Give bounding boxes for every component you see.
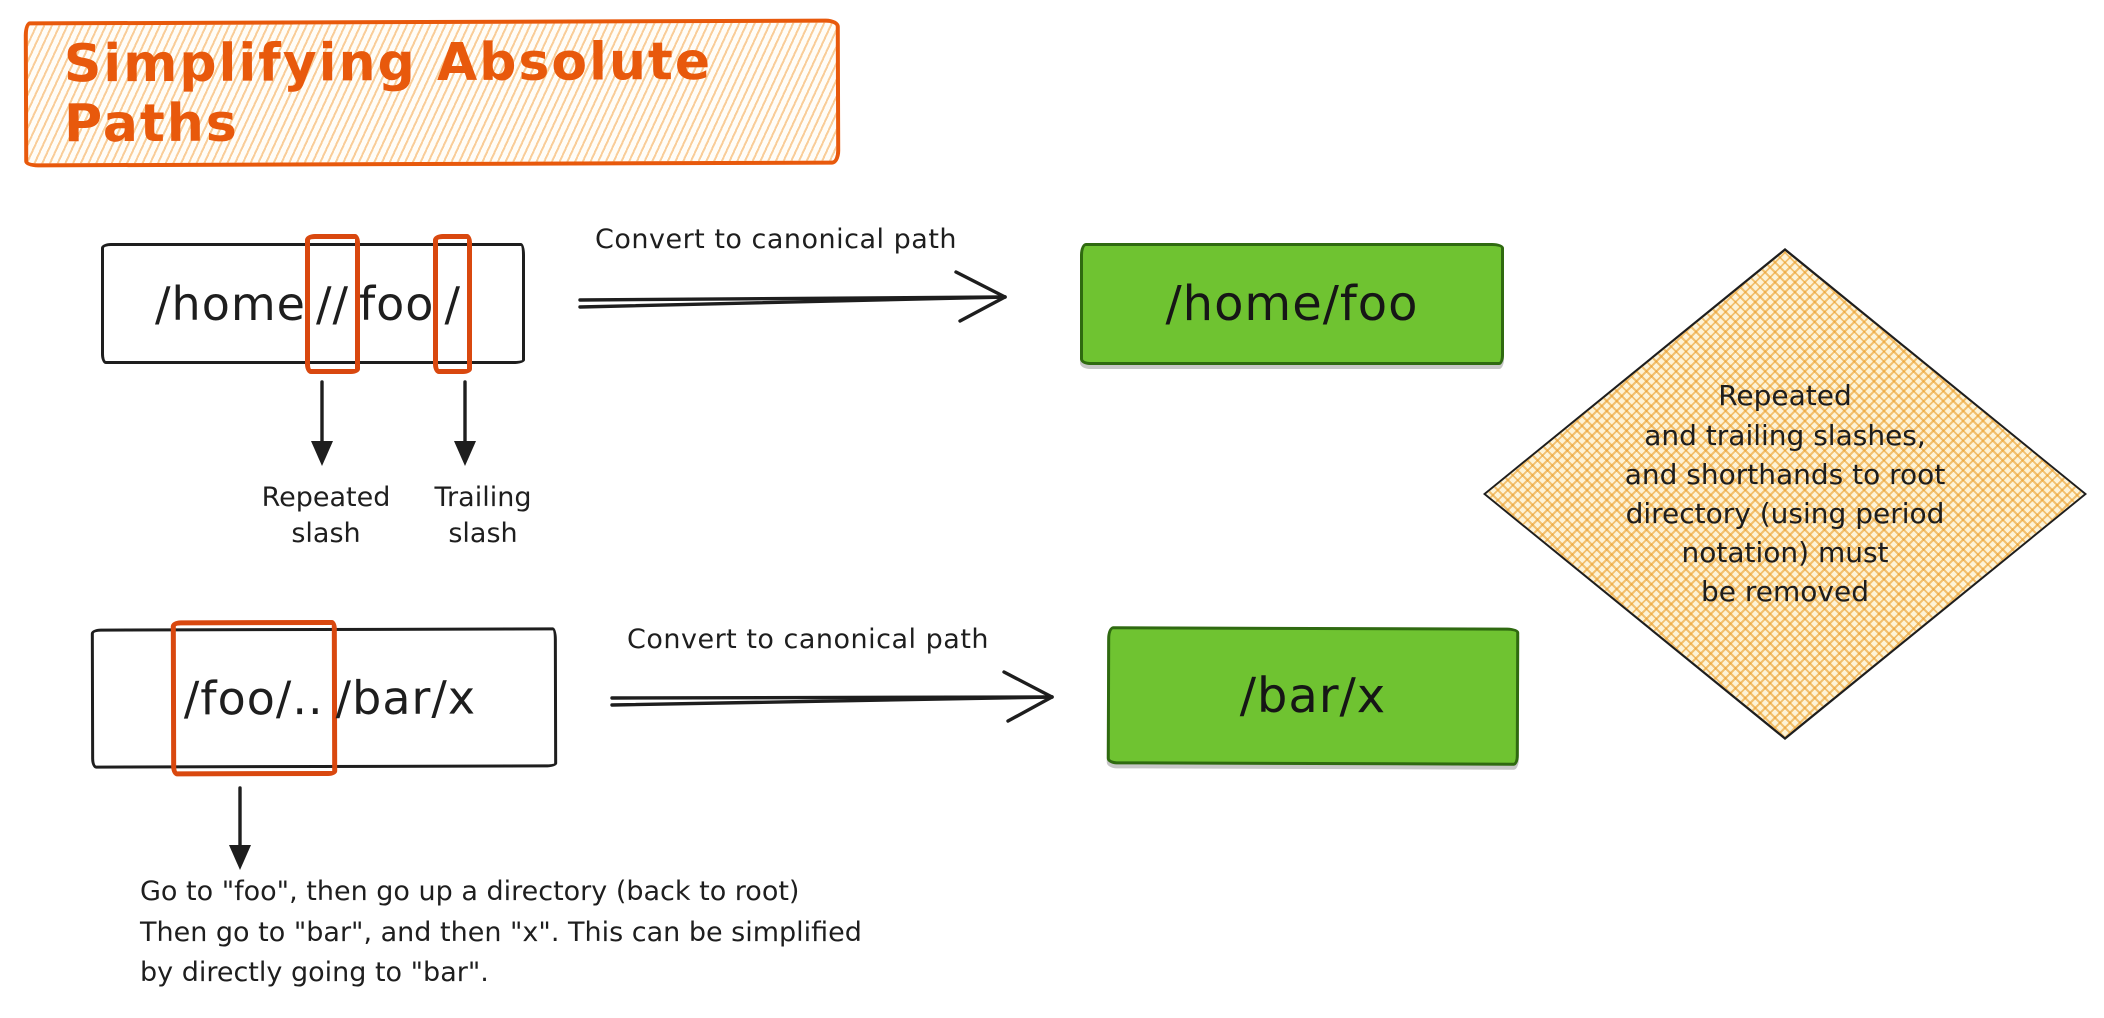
down-arrow-parent-shorthand	[229, 786, 251, 870]
trailing-slash-highlight: /	[433, 233, 472, 374]
input-path-box-2: /foo/.. /bar/x	[90, 619, 558, 777]
rule-diamond: Repeated and trailing slashes, and short…	[1483, 248, 2087, 740]
repeated-slash-callout: Repeated slash	[261, 482, 391, 550]
canonical-path-2: /bar/x	[1239, 667, 1387, 725]
down-arrow-trailing-slash	[454, 380, 476, 466]
trailing-slash-callout: Trailing slash	[434, 482, 532, 550]
title-box: Simplifying Absolute Paths	[23, 18, 841, 168]
input-path-box-1: /home // foo /	[101, 233, 525, 374]
canonical-path-1: /home/foo	[1165, 276, 1419, 332]
down-arrow-repeated-slash	[311, 380, 333, 466]
output-path-box-1: /home/foo	[1080, 243, 1504, 365]
convert-arrow-2	[610, 670, 1054, 723]
path-segment: /home	[155, 276, 306, 331]
rule-diamond-text: Repeated and trailing slashes, and short…	[1624, 379, 1946, 609]
convert-arrow-label-1: Convert to canonical path	[595, 224, 958, 255]
path-segment: foo	[358, 276, 435, 331]
convert-arrow-label-2: Convert to canonical path	[627, 624, 990, 655]
parent-shorthand-highlight: /foo/..	[170, 619, 337, 777]
repeated-slash-highlight: //	[304, 233, 360, 374]
page-title: Simplifying Absolute Paths	[63, 32, 713, 155]
parent-shorthand-note: Go to "foo", then go up a directory (bac…	[140, 876, 862, 988]
convert-arrow-1	[578, 270, 1007, 323]
output-path-box-2: /bar/x	[1106, 626, 1520, 766]
path-segment: /bar/x	[335, 670, 477, 725]
